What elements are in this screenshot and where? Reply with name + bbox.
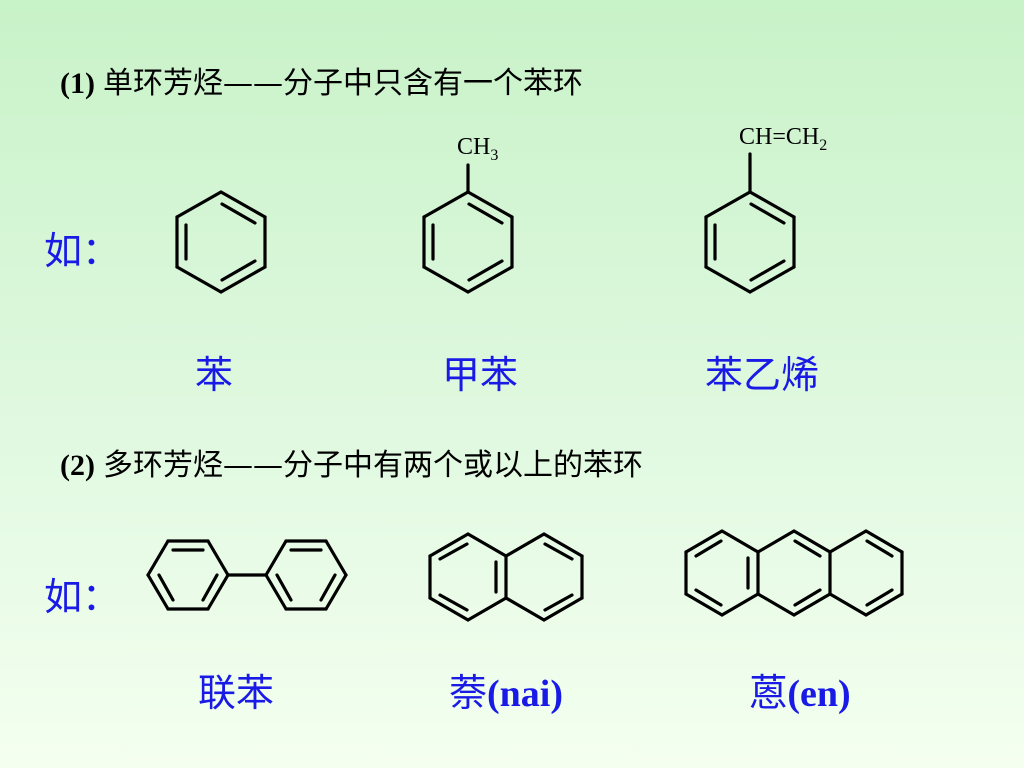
biphenyl-name: 联苯 xyxy=(197,671,275,715)
toluene-methyl-label: CH3 xyxy=(457,134,498,164)
styrene-name: 苯乙烯 xyxy=(704,353,820,397)
biphenyl-structure xyxy=(146,539,348,611)
styrene-structure: CH=CH2 xyxy=(704,124,827,294)
naphthalene-structure xyxy=(428,532,584,622)
section-1-title: 单环芳烃——分子中只含有一个苯环 xyxy=(102,66,583,101)
section-2-number: (2) xyxy=(60,449,95,482)
anthracene-name: 蒽(en) xyxy=(749,662,850,717)
section-2-title: 多环芳烃——分子中有两个或以上的苯环 xyxy=(102,448,643,483)
section-1-number: (1) xyxy=(60,67,95,100)
naphthalene-pinyin: (nai) xyxy=(487,673,564,715)
naphthalene-char: 萘 xyxy=(448,671,488,715)
styrene-vinyl-label: CH=CH2 xyxy=(739,124,827,154)
section-1-heading: (1)单环芳烃——分子中只含有一个苯环 xyxy=(60,58,583,102)
anthracene-char: 蒽 xyxy=(749,671,788,715)
anthracene-structure xyxy=(684,529,904,617)
section-2-example-label: 如： xyxy=(44,575,121,619)
benzene-name: 苯 xyxy=(194,353,234,397)
section-1-example-label: 如： xyxy=(44,229,121,273)
naphthalene-name: 萘(nai) xyxy=(449,662,563,717)
toluene-structure: CH3 xyxy=(422,134,514,294)
toluene-name: 甲苯 xyxy=(441,353,519,397)
benzene-structure xyxy=(175,190,267,294)
section-2-heading: (2)多环芳烃——分子中有两个或以上的苯环 xyxy=(60,440,643,484)
anthracene-pinyin: (en) xyxy=(787,673,851,715)
